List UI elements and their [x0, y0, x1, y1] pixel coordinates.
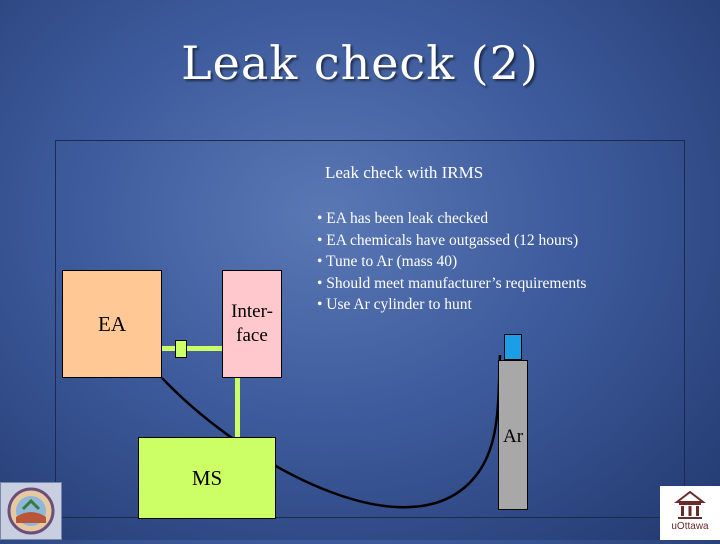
- bullet-item: • Should meet manufacturer’s requirement…: [317, 274, 587, 292]
- interface-label-line1: Inter-: [231, 301, 273, 322]
- uottawa-logo: [660, 486, 720, 540]
- diagram-subtitle: Leak check with IRMS: [325, 163, 484, 182]
- slide-title: Leak check (2): [181, 36, 539, 90]
- ea-connector: [175, 340, 187, 358]
- diagram-frame: [55, 140, 685, 518]
- ms-box: MS: [138, 437, 276, 519]
- seal-icon: [7, 487, 55, 535]
- left-logo: [0, 482, 62, 540]
- bullet-list: • EA has been leak checked • EA chemical…: [317, 208, 586, 316]
- interface-ms-pipe: [235, 378, 240, 437]
- ea-box: EA: [62, 270, 162, 378]
- bullet-item: • Tune to Ar (mass 40): [317, 253, 458, 270]
- interface-label-line2: face: [236, 325, 268, 346]
- uottawa-logo-text: uOttawa: [671, 521, 709, 532]
- bullet-item: • EA has been leak checked: [317, 210, 489, 227]
- building-icon: [674, 490, 706, 519]
- ar-cylinder: [498, 360, 528, 510]
- ar-cylinder-label: Ar: [502, 426, 524, 447]
- ea-interface-pipe: [162, 346, 222, 351]
- cylinder-valve: [504, 334, 522, 360]
- bullet-item: • Use Ar cylinder to hunt: [317, 296, 472, 313]
- interface-box: Inter- face: [222, 270, 282, 378]
- bullet-item: • EA chemicals have outgassed (12 hours): [317, 231, 579, 249]
